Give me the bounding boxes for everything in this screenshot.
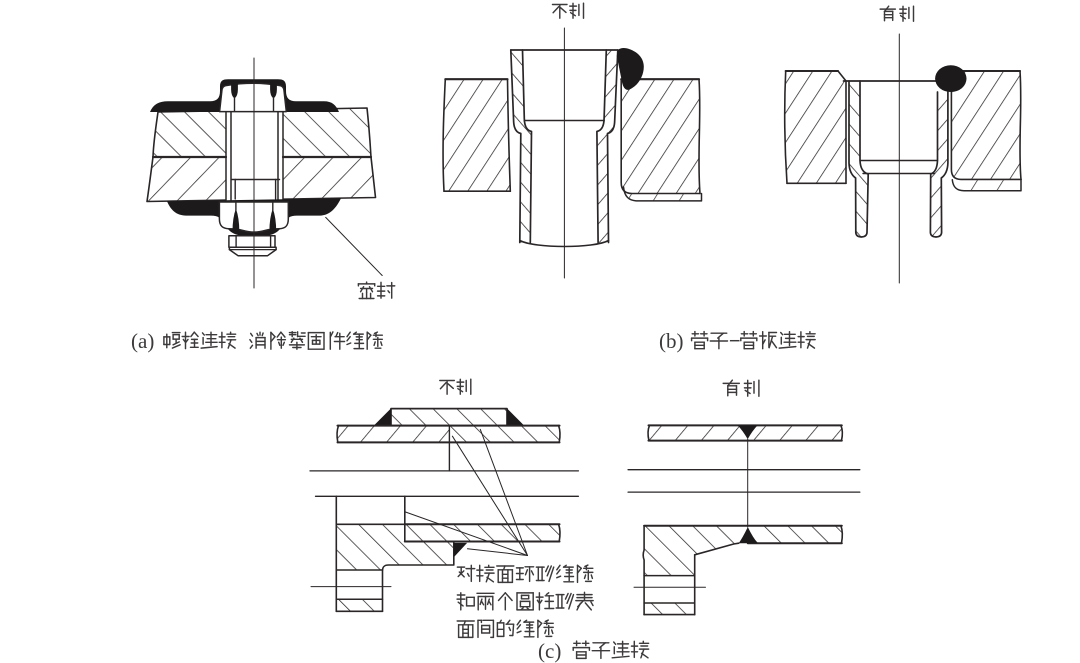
svg-text:(a): (a) — [131, 329, 154, 353]
svg-text:(b): (b) — [659, 329, 684, 353]
svg-text:(c): (c) — [538, 639, 561, 663]
